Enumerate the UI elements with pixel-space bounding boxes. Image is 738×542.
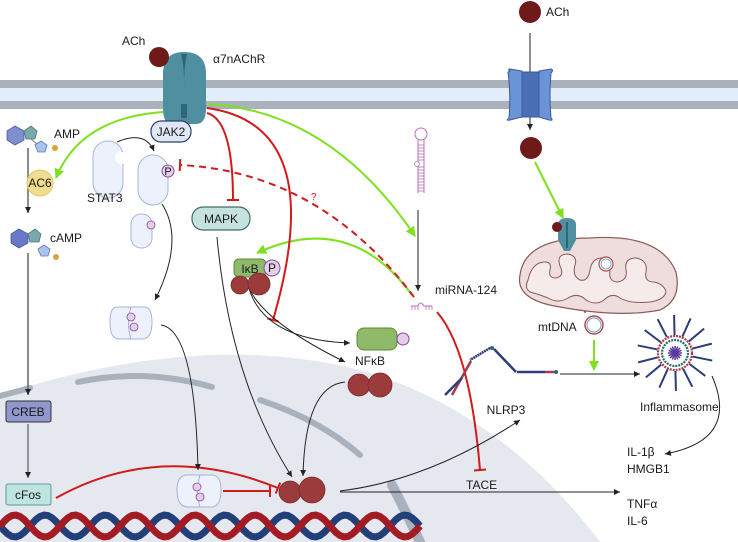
inflammasome-spoke bbox=[644, 329, 662, 343]
activation-arrows bbox=[54, 103, 599, 371]
a7nachr-receptor[interactable] bbox=[163, 52, 206, 124]
nfkb-label: NFκB bbox=[355, 354, 385, 368]
inhibition-lines bbox=[55, 107, 582, 499]
stat3-dimer[interactable] bbox=[109, 306, 153, 340]
receptor-label: α7nAChR bbox=[213, 52, 266, 66]
mirna-124[interactable] bbox=[411, 302, 433, 310]
mirna-label: miRNA-124 bbox=[435, 283, 497, 297]
inhibit-receptor-nfkb bbox=[206, 107, 292, 323]
ach-label-right: ACh bbox=[546, 5, 569, 19]
mtdna-in-mito bbox=[598, 256, 614, 272]
cfos[interactable]: cFos bbox=[5, 483, 52, 506]
stat3-single bbox=[130, 213, 156, 249]
arrow-inflammasome-il1b bbox=[664, 375, 721, 456]
inflammasome-spoke bbox=[645, 363, 662, 379]
nucleus bbox=[0, 354, 600, 542]
inflammasome[interactable] bbox=[637, 314, 713, 392]
inflammasome-spoke bbox=[658, 368, 669, 389]
arrow-mapk-nfkb bbox=[216, 236, 293, 478]
ikb-nfkb-complex[interactable]: IκB P bbox=[230, 258, 281, 296]
il6-label: IL-6 bbox=[627, 514, 648, 528]
mtdna-label: mtDNA bbox=[538, 320, 577, 334]
inflammasome-spoke bbox=[688, 327, 705, 343]
amp-label: AMP bbox=[54, 127, 80, 141]
nfkb-nuclear[interactable] bbox=[278, 476, 326, 504]
ikb-phospho-label: P bbox=[268, 261, 276, 275]
arrow-receptor-to-mirna bbox=[206, 103, 416, 237]
hmgb1-label: HMGB1 bbox=[627, 462, 670, 476]
inflammasome-spoke bbox=[682, 368, 694, 388]
arrow-jak2-stat3 bbox=[116, 137, 155, 152]
creb[interactable]: CREB bbox=[5, 400, 52, 423]
nuclear-envelope-segment bbox=[257, 397, 363, 458]
nlrp3-label: NLRP3 bbox=[487, 403, 526, 417]
arrow-dimer-nucleus bbox=[160, 324, 201, 471]
mtdna-released[interactable] bbox=[584, 315, 604, 335]
inflammasome-spoke bbox=[681, 317, 692, 338]
inflammasome-spoke bbox=[656, 318, 668, 338]
jak2-label: JAK2 bbox=[157, 125, 186, 139]
inflammasome-core-spoke bbox=[668, 349, 682, 357]
arrow-stat3-dimer bbox=[154, 203, 173, 301]
inflammasome-spoke bbox=[637, 356, 658, 364]
nlrp3[interactable] bbox=[444, 346, 558, 396]
mapk[interactable]: MAPK bbox=[191, 206, 251, 231]
stat3-monomer-inactive[interactable] bbox=[92, 140, 127, 199]
ach-intracellular bbox=[520, 137, 542, 159]
arrow-receptor-to-ac6 bbox=[54, 111, 164, 179]
inhibit-mirna-stat3-dashed bbox=[178, 158, 415, 298]
inhibit-receptor-mapk bbox=[206, 112, 240, 202]
inhibit-cfos-nfkb bbox=[55, 465, 282, 499]
jak2[interactable]: JAK2 bbox=[150, 120, 192, 143]
question-mark: ? bbox=[311, 192, 317, 203]
ac6[interactable]: AC6 bbox=[26, 169, 54, 197]
inflammasome-ring bbox=[660, 338, 690, 368]
stat3-label: STAT3 bbox=[87, 191, 123, 205]
inflammasome-spoke bbox=[637, 344, 658, 351]
dna-helix bbox=[0, 511, 423, 541]
inflammasome-spoke bbox=[692, 355, 713, 362]
ach-mito-bound bbox=[552, 222, 562, 232]
ach-ligand-free bbox=[519, 1, 541, 23]
creb-label: CREB bbox=[11, 405, 44, 419]
camp-molecule bbox=[10, 228, 59, 260]
il1b-label: IL-1β bbox=[627, 445, 655, 459]
inflammasome-label: Inflammasome bbox=[640, 400, 719, 414]
arrow-ikb-release bbox=[247, 284, 351, 346]
nfkb-cytoplasmic[interactable] bbox=[347, 372, 393, 398]
pre-mirna-hairpin bbox=[414, 127, 428, 193]
phospho-label: P bbox=[164, 166, 171, 178]
tnfa-label: TNFα bbox=[627, 497, 657, 511]
inflammasome-spoke bbox=[688, 363, 706, 377]
cfos-label: cFos bbox=[15, 488, 41, 502]
arrow-ikb-nfkb bbox=[247, 284, 346, 363]
camp-label: cAMP bbox=[50, 231, 82, 245]
mito-a7nachr[interactable] bbox=[558, 218, 576, 251]
ikb-free bbox=[356, 327, 410, 351]
inflammasome-spoke bbox=[692, 342, 713, 350]
ion-channel[interactable] bbox=[506, 68, 553, 121]
stat3-dimer-nuclear[interactable] bbox=[176, 474, 222, 508]
arrow-ach-to-mito-receptor bbox=[534, 161, 564, 219]
mapk-label: MAPK bbox=[204, 212, 238, 226]
inflammasome-ring bbox=[656, 334, 694, 372]
plasma-membrane bbox=[0, 80, 738, 109]
amp-molecule bbox=[6, 125, 58, 153]
tace-label: TACE bbox=[466, 478, 497, 492]
arrow-nfkb-translocation bbox=[300, 381, 346, 477]
stat3-monomer-phosphorylated[interactable]: P bbox=[137, 154, 175, 206]
ach-ligand-bound bbox=[149, 47, 169, 67]
ac6-label: AC6 bbox=[28, 176, 52, 190]
ach-label-left: ACh bbox=[122, 34, 145, 48]
arrow-nfkb-nlrp3 bbox=[339, 419, 521, 492]
mitochondrion bbox=[518, 236, 678, 314]
ikb-label: IκB bbox=[241, 262, 258, 276]
nuclear-envelope-segment bbox=[75, 373, 215, 390]
